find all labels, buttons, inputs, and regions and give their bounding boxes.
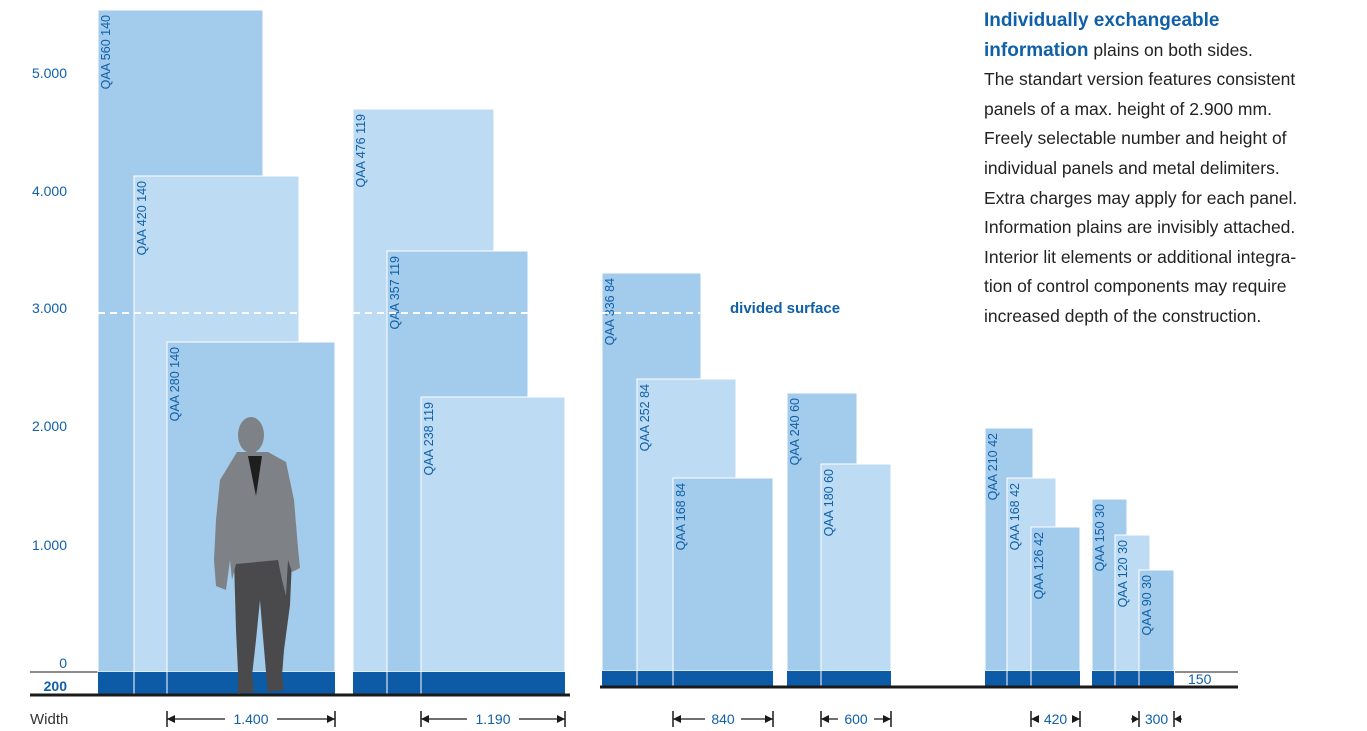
y-label-4000: 4.000 <box>32 183 67 199</box>
width-dim-label: 300 <box>1145 711 1169 727</box>
person-head <box>238 417 264 453</box>
y-label-3000: 3.000 <box>32 300 67 316</box>
y-label-5000: 5.000 <box>32 65 67 81</box>
info-heading-line1: Individually exchangeable <box>984 10 1220 31</box>
width-dim-label: 600 <box>844 711 868 727</box>
base-height-label: 150 <box>1188 671 1212 687</box>
panel-label-qaa-560-140: QAA 560 140 <box>99 15 113 89</box>
panel-qaa-90-30 <box>1138 569 1175 672</box>
width-dim-600: 600 <box>820 711 892 727</box>
width-dim-840: 840 <box>672 711 774 727</box>
panel-label-qaa-357-119: QAA 357 119 <box>388 256 402 329</box>
info-line: panels of a max. height of 2.900 mm. <box>984 98 1272 119</box>
width-dim-label: 420 <box>1044 711 1068 727</box>
info-body: The standart version features consistent… <box>984 65 1354 331</box>
width-dim-label: 840 <box>711 711 735 727</box>
panel-label-qaa-210-42: QAA 210 42 <box>986 433 1000 500</box>
y-label-1000: 1.000 <box>32 537 67 553</box>
panel-qaa-168-84 <box>672 477 774 672</box>
panel-label-qaa-120-30: QAA 120 30 <box>1116 540 1130 607</box>
y-label-200: 200 <box>44 678 68 694</box>
width-dim-300: 300 <box>1131 711 1182 727</box>
base-group-5 <box>985 671 1080 687</box>
y-label-0: 0 <box>59 655 67 671</box>
width-dim-label: 1.400 <box>233 711 268 727</box>
width-axis-label: Width <box>30 711 68 728</box>
panel-label-qaa-168-42: QAA 168 42 <box>1008 483 1022 550</box>
panel-label-qaa-240-60: QAA 240 60 <box>788 398 802 465</box>
base-dividers <box>133 671 1140 694</box>
width-dim-1190: 1.190 <box>420 711 566 727</box>
info-line: individual panels and metal delimiters. <box>984 157 1280 178</box>
panel-qaa-238-119 <box>420 396 566 673</box>
panel-label-qaa-420-140: QAA 420 140 <box>135 181 149 255</box>
panel-qaa-126-42 <box>1030 526 1081 672</box>
info-line: Interior lit elements or additional inte… <box>984 246 1297 267</box>
y-label-2000: 2.000 <box>32 418 67 434</box>
person-shirt <box>248 456 262 496</box>
panel-qaa-180-60 <box>820 463 892 672</box>
panel-label-qaa-252-84: QAA 252 84 <box>638 384 652 451</box>
info-heading-line2: information plains on both sides. <box>984 36 1354 66</box>
info-heading-rest: plains on both sides. <box>1088 39 1253 60</box>
panel-label-qaa-476-119: QAA 476 119 <box>354 114 368 187</box>
width-dim-label: 1.190 <box>475 711 510 727</box>
person-torso <box>214 452 300 596</box>
base-group-6 <box>1092 671 1174 687</box>
info-line: Freely selectable number and height of <box>984 128 1287 149</box>
info-line: tion of control components may require <box>984 276 1287 297</box>
info-line: increased depth of the construction. <box>984 305 1262 326</box>
width-dim-1400: 1.400 <box>166 711 336 727</box>
panel-label-qaa-126-42: QAA 126 42 <box>1032 532 1046 599</box>
panel-label-qaa-150-30: QAA 150 30 <box>1093 504 1107 571</box>
base-group-3 <box>602 671 773 687</box>
info-line: Information plains are invisibly attache… <box>984 217 1296 238</box>
base-group-4 <box>787 671 891 687</box>
info-heading-bold: information <box>984 39 1089 61</box>
person-legs <box>234 560 292 694</box>
panel-label-qaa-336-84: QAA 336 84 <box>603 278 617 345</box>
base-group-2 <box>353 672 565 694</box>
panel-label-qaa-180-60: QAA 180 60 <box>822 469 836 536</box>
info-line: Extra charges may apply for each panel. <box>984 187 1298 208</box>
width-dim-420: 420 <box>1030 711 1081 727</box>
divided-surface-label: divided surface <box>730 300 840 317</box>
y-axis: 5.000 4.000 3.000 2.000 1.000 0 200 <box>32 65 67 694</box>
info-text-block: Individually exchangeable information pl… <box>984 6 1354 332</box>
info-line: The standart version features consistent <box>984 69 1296 90</box>
panel-label-qaa-238-119: QAA 238 119 <box>422 402 436 475</box>
panel-label-qaa-280-140: QAA 280 140 <box>168 347 182 421</box>
panel-label-qaa-90-30: QAA 90 30 <box>1140 575 1154 636</box>
person-silhouette <box>214 417 300 694</box>
bases <box>98 671 1174 694</box>
width-dimensions: 1.400 1.190 840 600 420 300 <box>166 711 1182 727</box>
panel-label-qaa-168-84: QAA 168 84 <box>674 483 688 550</box>
